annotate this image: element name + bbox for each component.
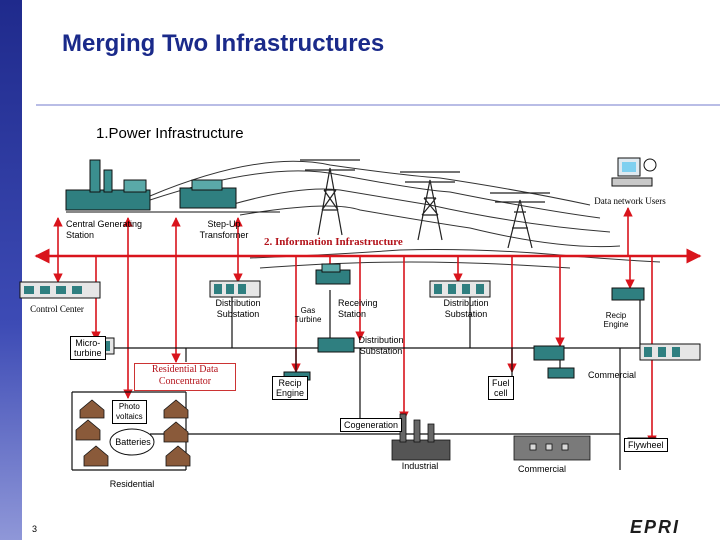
fuel-cell-label: Fuel cell xyxy=(488,376,514,400)
distribution-substation-lower-label: Distribution Substation xyxy=(358,335,404,356)
commercial-building xyxy=(513,435,591,461)
commercial-right-equipment xyxy=(533,343,701,361)
fuel-cell-equipment xyxy=(547,367,575,379)
photovoltaics-label: Photo voltaics xyxy=(112,400,147,424)
transmission-lines xyxy=(149,160,661,269)
batteries-label: Batteries xyxy=(115,437,151,447)
transmission-tower xyxy=(300,159,550,249)
commercial-bottom-label: Commercial xyxy=(517,464,566,474)
epri-logo: EPRI xyxy=(630,517,681,537)
distribution-substation-right-label: Distribution Substation xyxy=(443,298,489,319)
residential-data-concentrator-box: Residential Data Concentrator xyxy=(134,363,236,391)
information-infrastructure-heading: 2. Information Infrastructure xyxy=(264,236,403,248)
cogeneration-label: Cogeneration xyxy=(340,418,403,432)
residential-label: Residential xyxy=(109,479,155,489)
receiving-station-label: Receiving Station xyxy=(338,298,378,319)
step-up-transformer-label: Step-Up Transformer xyxy=(199,219,249,240)
recip-engine-right-equipment xyxy=(611,287,645,301)
distribution-substation-lower-equipment xyxy=(317,337,355,353)
data-network-users-label: Data network Users xyxy=(594,196,666,206)
receiving-station-equipment xyxy=(429,280,491,298)
house-icon xyxy=(75,399,191,467)
control-center-equipment xyxy=(19,281,101,299)
industrial-plant xyxy=(391,413,451,461)
slide-title: Merging Two Infrastructures xyxy=(62,30,385,57)
flywheel-label: Flywheel xyxy=(624,438,668,452)
step-up-transformer xyxy=(179,179,237,209)
batteries-outline xyxy=(109,428,155,456)
recip-engine-right-label: Recip Engine xyxy=(603,311,629,329)
title-divider xyxy=(36,104,720,106)
microturbine-label: Micro- turbine xyxy=(70,336,106,360)
distribution-substation-label: Distribution Substation xyxy=(215,298,261,319)
computer-icon xyxy=(611,157,657,187)
recip-engine-center-label: Recip Engine xyxy=(272,376,309,400)
power-infrastructure-heading: 1.Power Infrastructure xyxy=(96,125,244,142)
page-number: 3 xyxy=(32,524,38,534)
central-station-label: Central Generating Station xyxy=(66,219,143,240)
industrial-label: Industrial xyxy=(401,461,439,471)
side-accent-bar xyxy=(0,0,22,540)
central-generating-station xyxy=(65,159,280,213)
commercial-right-label: Commercial xyxy=(587,370,636,380)
control-center-label: Control Center xyxy=(30,304,84,314)
gas-turbine-label: Gas Turbine xyxy=(294,306,322,324)
distribution-substation-equipment xyxy=(209,280,261,298)
gas-turbine-equipment xyxy=(315,263,351,285)
